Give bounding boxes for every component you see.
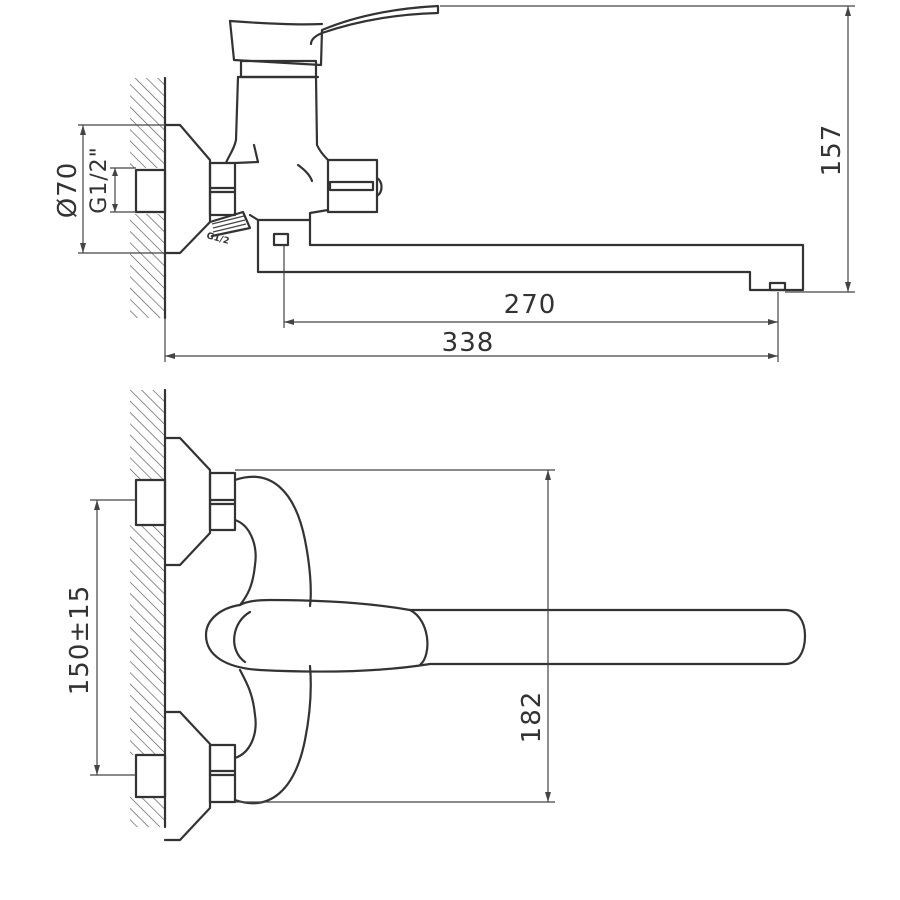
nut-upper [208, 471, 237, 532]
nut-lower [208, 743, 237, 804]
eccentric-fitting [208, 210, 252, 238]
dimension-diameter-70: Ø70 [53, 124, 165, 254]
side-view: G1/2 [53, 4, 855, 362]
valve-body [224, 59, 330, 222]
reach-label: 270 [504, 290, 557, 320]
dimension-338: 338 [164, 318, 778, 362]
wall-hatch-top [130, 76, 167, 320]
depth-label: 182 [517, 691, 547, 744]
lever-handle-top [204, 598, 807, 673]
thread-label: G1/2" [87, 146, 112, 214]
nut [208, 161, 237, 217]
diverter [326, 158, 383, 214]
height-label: 157 [817, 124, 847, 177]
diameter-label: Ø70 [53, 162, 83, 219]
wall-hatch-bottom [130, 388, 167, 829]
inlet-pipe-upper [134, 478, 167, 527]
inlet-pipe [134, 168, 167, 214]
inlet-pipe-lower [134, 753, 167, 799]
dimension-150-15: 150±15 [65, 499, 136, 776]
spout [256, 218, 805, 292]
dimension-thread: G1/2" [87, 146, 136, 214]
dimension-270: 270 [283, 245, 779, 362]
mixer-body-outline [233, 475, 312, 805]
top-view: 182 150±15 [65, 388, 807, 842]
escutcheon [163, 123, 212, 255]
overall-length-label: 338 [442, 328, 495, 358]
dimension-182: 182 [235, 469, 555, 803]
center-distance-label: 150±15 [65, 585, 95, 696]
escutcheon-upper [163, 436, 212, 567]
dimension-157: 157 [440, 5, 855, 293]
escutcheon-lower [163, 710, 212, 842]
lever-handle [228, 4, 440, 67]
